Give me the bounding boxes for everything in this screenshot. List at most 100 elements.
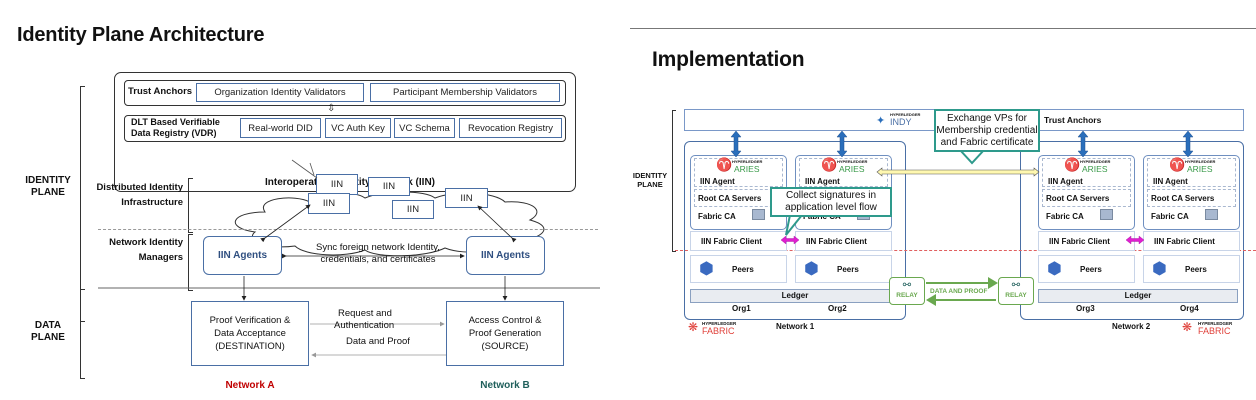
aries-agent-cell	[1042, 158, 1131, 187]
left-title: Identity Plane Architecture	[17, 24, 265, 46]
relay-text: RELAY	[1005, 292, 1027, 299]
iin-agent-label: IIN Agent	[1048, 177, 1083, 186]
data-plane-bracket	[80, 289, 85, 379]
ledger-text: Ledger	[1124, 291, 1152, 300]
org3-label: Org3	[1076, 304, 1095, 313]
network-2-label: Network 2	[1112, 322, 1151, 331]
peers-cell	[795, 255, 892, 283]
org4-label: Org4	[1180, 304, 1199, 313]
peers-label: Peers	[732, 265, 754, 274]
layer-divider-dashed	[98, 229, 598, 230]
root-ca-label: Root CA Servers	[1046, 194, 1110, 203]
id-card-icon	[752, 209, 765, 220]
destination-box: Proof Verification & Data Acceptance (DE…	[191, 301, 309, 366]
id-card-icon	[1205, 209, 1218, 220]
identity-plane-label: IDENTITY PLANE	[25, 175, 71, 198]
plane-divider-line	[675, 250, 1256, 251]
root-ca-cell	[1042, 189, 1131, 207]
fabric-brand-left: FABRIC	[702, 326, 735, 336]
managers-text: Network Identity Managers	[109, 237, 183, 263]
destination-line-1: Proof Verification &	[209, 315, 291, 326]
source-box: Access Control & Proof Generation (SOURC…	[446, 301, 564, 366]
identity-plane-bracket	[80, 86, 85, 322]
peer-hexagon-icon: ⬢	[1152, 259, 1167, 278]
callout-collect-signatures: Collect signatures in application level …	[770, 187, 892, 217]
callout-collect-text: Collect signatures in application level …	[785, 190, 877, 213]
ledger-network-2: Ledger	[1038, 289, 1238, 303]
network-b-label: Network B	[480, 380, 530, 391]
vdr-vc-schema: VC Schema	[394, 118, 455, 138]
destination-line-3: (DESTINATION)	[215, 341, 285, 352]
iin-fabric-client-label: IIN Fabric Client	[1154, 237, 1215, 246]
root-ca-cell	[1147, 189, 1236, 207]
indy-brand-small: HYPERLEDGER	[890, 112, 921, 117]
sync-text-1: Sync foreign network Identity,	[316, 242, 440, 253]
data-proof-text: Data and Proof	[346, 336, 410, 347]
request-text-2: Authentication	[334, 320, 395, 331]
fabric-small-right: HYPERLEDGER	[1198, 321, 1233, 326]
callout-exchange-vps: Exchange VPs for Membership credential a…	[934, 109, 1040, 152]
org1-label: Org1	[732, 304, 751, 313]
aries-brand-small: HYPERLEDGER	[1185, 159, 1216, 164]
right-identity-plane-label: IDENTITY PLANE	[632, 171, 668, 189]
iin-fabric-client-cell: IIN Fabric Client	[1143, 231, 1240, 251]
relay-text: RELAY	[896, 292, 918, 299]
right-top-divider	[630, 28, 1256, 29]
fabric-brand-right: FABRIC	[1198, 326, 1231, 336]
aries-agent-cell	[694, 158, 783, 187]
fabric-small-left: HYPERLEDGER	[702, 321, 737, 326]
indy-brand: INDY	[890, 117, 912, 127]
fabric-logo-icon-right: ❋	[1182, 320, 1193, 334]
peer-hexagon-icon: ⬢	[1047, 259, 1062, 278]
ledger-text: Ledger	[781, 291, 809, 300]
aries-brand: ARIES	[734, 164, 760, 174]
relay-link-icon: ⚯	[1011, 280, 1021, 291]
bidirectional-arrow-icon: ⇳	[327, 103, 336, 114]
cloud-iin-node-3: IIN	[308, 193, 350, 214]
vdr-real-world-did: Real-world DID	[240, 118, 321, 138]
aries-logo-icon: ♈	[1169, 157, 1186, 172]
network-1-label: Network 1	[776, 322, 815, 331]
cloud-iin-node-4: IIN	[392, 200, 434, 219]
trust-anchors-text: Trust Anchors	[1044, 115, 1102, 125]
request-text-1: Request and	[338, 308, 392, 319]
iin-fabric-client-cell: IIN Fabric Client	[690, 231, 787, 251]
distributed-label: Distributed Identity Infrastructure	[95, 180, 183, 210]
network-a-label: Network A	[225, 380, 275, 391]
indy-logo-icon: ✦	[876, 115, 886, 127]
aries-brand-small: HYPERLEDGER	[837, 159, 868, 164]
fabric-ca-label: Fabric CA	[1151, 212, 1189, 221]
peer-hexagon-icon: ⬢	[804, 259, 819, 278]
trust-anchors-row	[124, 80, 566, 106]
peers-cell	[1038, 255, 1135, 283]
iin-agent-label: IIN Agent	[805, 177, 840, 186]
aries-logo-icon: ♈	[716, 157, 733, 172]
data-plane-label: DATA PLANE	[31, 320, 65, 343]
destination-line-2: Data Acceptance	[214, 328, 286, 339]
vdr-label-2: Data Registry (VDR)	[131, 128, 217, 138]
id-card-icon	[1100, 209, 1113, 220]
cloud-iin-node-5: IIN	[445, 188, 488, 208]
vdr-row	[124, 115, 566, 142]
relay-right: ⚯ RELAY	[998, 277, 1034, 305]
right-title: Implementation	[652, 48, 805, 71]
distributed-bracket	[188, 178, 193, 233]
aries-brand: ARIES	[1082, 164, 1108, 174]
left-arrows	[98, 159, 600, 358]
iin-fabric-client-cell: IIN Fabric Client	[1038, 231, 1135, 251]
relay-left: ⚯ RELAY	[889, 277, 925, 305]
root-ca-label: Root CA Servers	[1151, 194, 1215, 203]
source-line-3: (SOURCE)	[481, 341, 529, 352]
peer-hexagon-icon: ⬢	[699, 259, 714, 278]
aries-brand: ARIES	[839, 164, 865, 174]
source-line-2: Proof Generation	[468, 328, 542, 339]
root-ca-label: Root CA Servers	[698, 194, 762, 203]
aries-brand-small: HYPERLEDGER	[732, 159, 763, 164]
iin-fabric-client-label: IIN Fabric Client	[1049, 237, 1110, 246]
iin-fabric-client-label: IIN Fabric Client	[701, 237, 762, 246]
iin-agents-left: IIN Agents	[203, 236, 282, 275]
aries-logo-icon: ♈	[821, 157, 838, 172]
peers-cell	[1143, 255, 1240, 283]
network-1-container	[684, 141, 906, 320]
